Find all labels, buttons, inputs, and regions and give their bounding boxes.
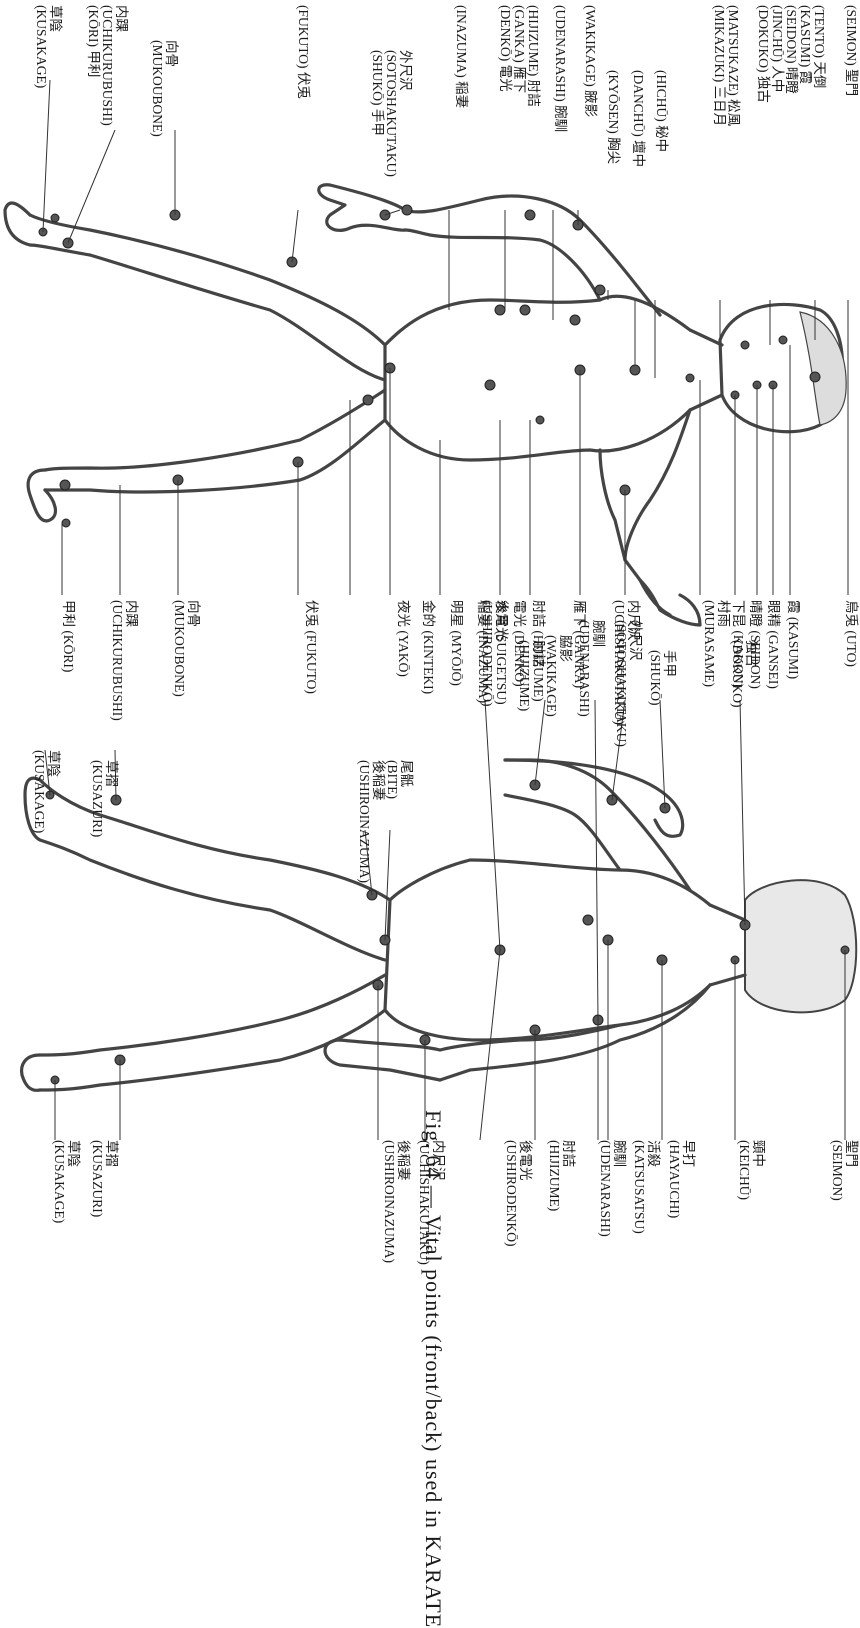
front-torso: [385, 296, 690, 460]
label-udenarashi: 腕馴 (UDENARASHI): [577, 620, 605, 717]
label-sotoshakutaku: 外尺沢 (SOTOSHAKUTAKU): [614, 620, 642, 747]
label-myojo: 明星 (MYŌJŌ): [449, 600, 463, 686]
label-kyosen: (KYŌSEN) 胸尖: [606, 70, 620, 164]
back-torso: [385, 860, 710, 1040]
front-leg-left: [30, 215, 385, 345]
label-udenarashi: (UDENARASHI) 腕馴: [553, 5, 567, 132]
front-arm-right-inner: [600, 450, 625, 560]
label-yako: 夜光 (YAKŌ): [396, 600, 410, 677]
point-suigetsu: [536, 416, 544, 424]
label-wakikage: 脇影 (WAKIKAGE): [544, 635, 572, 717]
front-hand-right: [640, 580, 700, 625]
point-kasumi: [779, 336, 787, 344]
front-foot-left: [5, 203, 30, 245]
label-uchikurubushi-kori: 内踝 (UCHIKURUBUSHI) (KŌRI) 甲利: [86, 5, 128, 126]
point-uchikurubushi-r: [60, 480, 70, 490]
label-udenarashi: 腕馴 (UDENARASHI): [598, 1140, 626, 1237]
label-ushiroinazuma: 後稲妻 (USHIROINAZUMA): [357, 760, 385, 883]
point-udenarashi: [570, 315, 580, 325]
point-hicho: [686, 374, 694, 382]
label-mukoubone: 向骨 (MUKOUBONE): [150, 40, 178, 137]
back-foot-right: [22, 1055, 40, 1090]
front-leg-right-inner: [45, 390, 385, 470]
front-hand-left: [319, 185, 405, 231]
label-kusazuri: 草摺 (KUSAZURI): [90, 1140, 118, 1217]
label-dokuko: 独古 (DOKUKO): [730, 640, 758, 708]
label-shuko: 手甲 (SHUKŌ): [648, 650, 676, 706]
back-hand-right: [325, 1040, 440, 1080]
label-mukoubone: 向骨 (MUKOUBONE): [172, 600, 200, 697]
point-kori-l: [51, 214, 59, 222]
back-arm-left-inner: [505, 795, 620, 870]
point-wakikage: [583, 915, 593, 925]
front-figure: [5, 185, 846, 625]
label-hijizume: 肘詰 (HIJIZUME): [517, 640, 545, 711]
label-hijizume-ganka-denko: (HIJIZUME) 肘詰 (GANKA) 雁下 (DENKŌ) 電光: [498, 5, 540, 107]
label-seidon-jincho-dokuko: (SEIDON) 晴瞪 (JINCHŪ) 人中 (DOKUKO) 独古: [756, 5, 798, 103]
back-figure: [22, 760, 857, 1090]
point-danchu: [630, 365, 640, 375]
label-ushirodenko: 後電光 (USHIRODENKŌ): [480, 600, 508, 707]
front-arm-left-inner: [405, 230, 600, 300]
front-hair: [800, 312, 846, 425]
label-hicho: (HICHŪ) 秘中: [654, 70, 668, 152]
point-denko: [520, 305, 530, 315]
label-keichu: 頸中 (KEICHŪ): [737, 1140, 765, 1200]
label-kinteki: 金的 (KINTEKI): [421, 600, 435, 694]
point-uto: [810, 372, 820, 382]
label-kusakage: 草陰 (KUSAKAGE): [52, 1140, 80, 1223]
label-seimon: (SEIMON) 聖門: [844, 5, 858, 96]
label-fukuto: (FUKUTO) 伏兎: [296, 5, 310, 99]
label-uchikurubushi: 内踝 (UCHIKURUBUSHI): [110, 600, 138, 721]
back-head: [745, 880, 856, 1012]
label-sotoshakutaku-shuko: 外尺沢 (SOTOSHAKUTAKU) (SHUKŌ) 手甲: [370, 50, 412, 177]
label-danchu: (DANCHŪ) 壇中: [631, 70, 645, 167]
label-kusakage: 草陰 (KUSAKAGE): [34, 5, 62, 88]
label-ushiroinazuma: 後稲妻 (USHIROINAZUMA): [382, 1140, 410, 1263]
front-arm-right: [625, 410, 690, 615]
point-kyosen: [595, 285, 605, 295]
label-katsusatsu: 活殺 (KATSUSATSU): [632, 1140, 660, 1234]
label-uto: 烏兎 (UTO): [844, 600, 858, 667]
front-leg-left-inner: [30, 245, 385, 380]
back-leg-right-inner: [40, 975, 385, 1055]
point-yako: [363, 395, 373, 405]
point-kori-r: [62, 519, 70, 527]
back-hand-left: [505, 760, 683, 836]
label-hijizume: 肘詰 (HIJIZUME): [547, 1140, 575, 1211]
label-wakikage: (WAKIKAGE) 腋影: [583, 5, 597, 117]
point-sotoshakutaku: [402, 205, 412, 215]
label-bite: 尾骶 (BITE): [385, 760, 413, 799]
point-inazuma: [495, 305, 505, 315]
label-kori: 甲利 (KŌRI): [61, 600, 75, 672]
back-neck: [710, 905, 745, 985]
front-neck: [690, 330, 722, 410]
label-seimon: 聖門 (SEIMON): [830, 1140, 858, 1201]
label-kusazuri: 草摺 (KUSAZURI): [90, 760, 118, 837]
label-fukuto: 伏兎 (FUKUTO): [304, 600, 318, 694]
label-kusakage: 草陰 (KUSAKAGE): [32, 750, 60, 833]
label-kasumi: 霞 (KASUMI): [786, 600, 800, 679]
label-matsukaze-mikazuki: (MATSUKAZE) 松風 (MIKAZUKI) 三日月: [712, 5, 740, 126]
label-inazuma: (INAZUMA) 稲妻: [454, 5, 468, 108]
label-ushirodenko: 後電光 (USHIRODENKŌ): [504, 1140, 532, 1247]
back-leg-left-inner: [40, 840, 385, 960]
label-murasame: 村雨 (MURASAME): [702, 600, 730, 687]
label-tento-kasumi: (TENTO) 天倒 (KASUMI) 霞: [798, 5, 826, 88]
caption: Fig. 64 — Vital points (front/back) used…: [426, 1110, 440, 1628]
label-gansei: 眼精 (GANSEI): [766, 600, 780, 689]
point-hijizume: [525, 210, 535, 220]
front-points: [39, 205, 820, 527]
point-dokuko: [741, 341, 749, 349]
point-myojo: [485, 380, 495, 390]
label-hayauchi: 早打 (HAYAUCHI): [667, 1140, 695, 1218]
front-foot-right: [28, 470, 55, 521]
